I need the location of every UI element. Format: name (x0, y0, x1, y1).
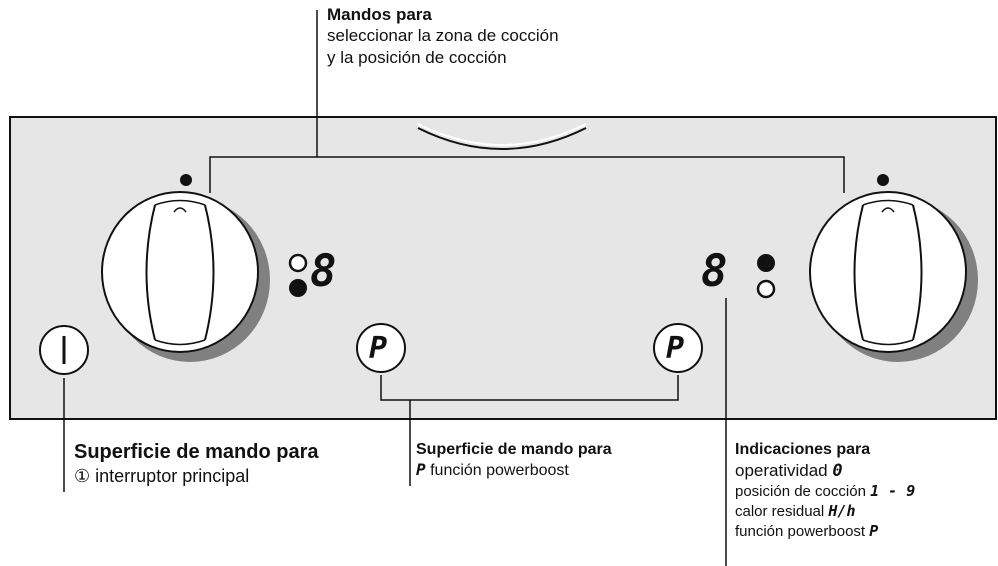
indications-label: Indicaciones para operatividad 0 posició… (735, 440, 915, 542)
indicator-dot-icon (756, 279, 776, 299)
indication-item: operatividad 0 (735, 461, 843, 481)
right-knob-icon[interactable] (809, 174, 978, 362)
knob-dot-icon (877, 174, 889, 186)
main-switch-title: Superficie de mando para (74, 441, 319, 463)
indicator-dot-icon (757, 254, 775, 272)
right-seven-segment-display-icon: 8 (701, 246, 728, 297)
indicator-dot-icon (289, 279, 307, 297)
knob-dot-icon (180, 174, 192, 186)
p-button-left-icon[interactable] (356, 323, 406, 373)
powerboost-label: Superficie de mando para P función power… (416, 440, 612, 481)
p-button-right-icon[interactable] (653, 323, 703, 373)
indication-item: posición de cocción 1 - 9 (735, 482, 916, 501)
indicator-dot-icon (288, 253, 308, 273)
left-knob-icon[interactable] (101, 174, 270, 362)
p-button-right-label: P (666, 331, 685, 366)
top-label-line1: seleccionar la zona de cocción (327, 26, 559, 46)
top-label-line2: y la posición de cocción (327, 47, 507, 67)
p-button-left-label: P (369, 331, 388, 366)
main-switch-text: interruptor principal (95, 466, 250, 486)
indications-title: Indicaciones para (735, 441, 871, 458)
indication-item: calor residual H/h (735, 502, 856, 520)
top-label-title: Mandos para (327, 5, 432, 24)
top-label: Mandos para seleccionar la zona de cocci… (327, 4, 559, 68)
main-switch-label: Superficie de mando para ① interruptor p… (74, 440, 319, 488)
indication-item: función powerboost P (735, 521, 879, 540)
panel-arc (417, 127, 587, 150)
bracket-knobs (209, 156, 845, 193)
power-symbol-icon: ① (74, 466, 91, 486)
powerboost-text: función powerboost (430, 462, 569, 479)
bracket-powerboost (380, 375, 679, 401)
left-seven-segment-display-icon: 8 (310, 246, 337, 297)
powerboost-symbol: P (416, 460, 426, 479)
powerboost-title: Superficie de mando para (416, 441, 612, 458)
